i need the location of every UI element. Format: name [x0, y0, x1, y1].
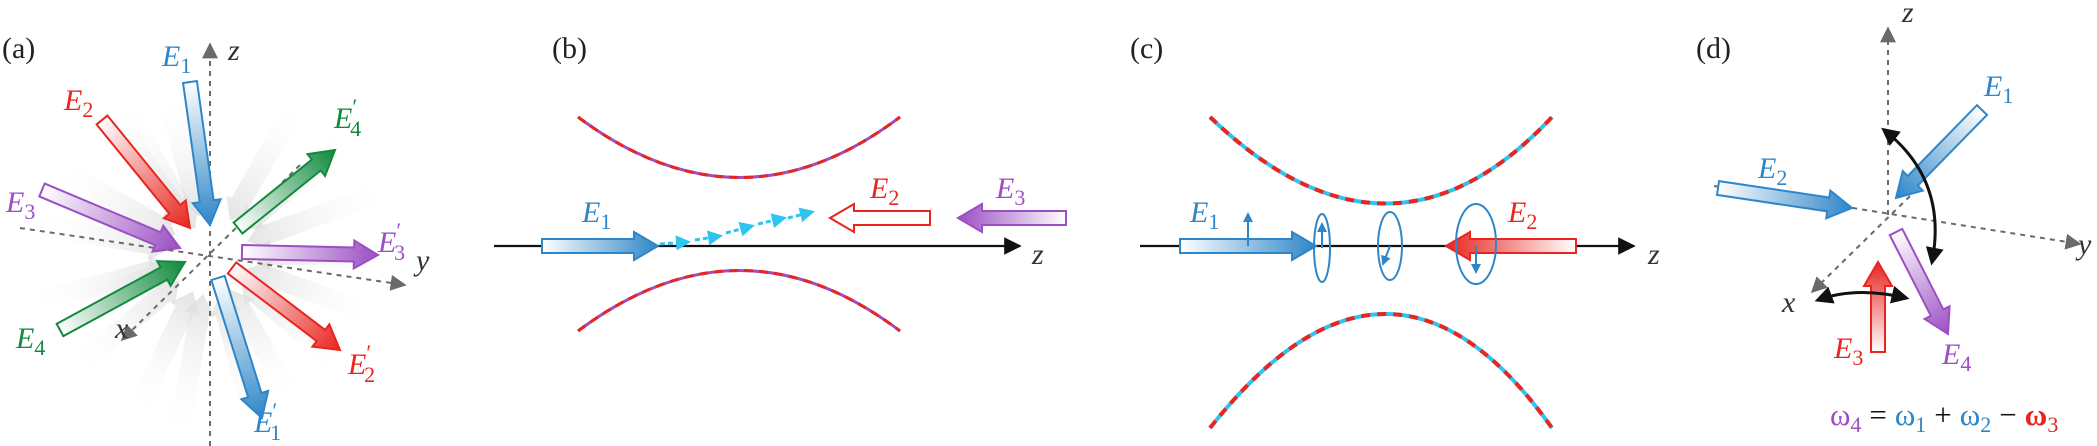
- a-E4p-arrow: [232, 148, 337, 235]
- c-polarization-ellipses: [1243, 203, 1497, 285]
- a-E1p-arrow: [210, 274, 270, 420]
- d-E2-label: E2: [1757, 152, 1787, 190]
- a-E3-arrow: [37, 182, 182, 253]
- panel-b-field-arrows: [541, 202, 1067, 262]
- c-beam-lower-edge: [1208, 312, 1554, 430]
- panel-a-field-arrows: [37, 79, 380, 420]
- a-E1-arrow: [181, 79, 223, 227]
- d-E2-arrow: [1715, 179, 1854, 220]
- a-E3p-label: E′3: [377, 218, 405, 265]
- a-E3p-arrow: [240, 238, 380, 271]
- d-E3-arrow: [1862, 260, 1894, 353]
- panel-d-label: (d): [1696, 32, 1731, 65]
- gray-k-vector-2: [226, 102, 304, 221]
- a-axis-y-label: y: [413, 244, 430, 277]
- background-k-vectors: [33, 97, 400, 435]
- c-E2-arrow: [1444, 230, 1577, 262]
- b-E1-label: E1: [581, 196, 611, 234]
- gray-k-vector-8: [226, 289, 299, 399]
- b-E3-arrow: [956, 202, 1067, 234]
- d-E3-label: E3: [1833, 332, 1863, 370]
- a-E1p-label: E′1: [253, 398, 281, 445]
- gray-k-vector-14: [40, 215, 171, 261]
- c-axis-z-label: z: [1647, 238, 1660, 271]
- a-axis-z-label: z: [227, 34, 240, 67]
- d-axis-x-label: x: [1781, 286, 1796, 319]
- gray-k-vector-6: [247, 260, 374, 323]
- b-E1-arrow: [541, 230, 660, 262]
- d-E1-label: E1: [1983, 70, 2013, 108]
- d-axis-z-label: z: [1901, 0, 1914, 29]
- b-axis-z-label: z: [1031, 238, 1044, 271]
- a-E2-arrow: [95, 114, 192, 230]
- b-generated-wave: [659, 207, 815, 251]
- panel-b: (b) z E1 E2 E3: [494, 32, 1067, 333]
- a-E2-label: E2: [63, 84, 93, 122]
- a-E3-label: E3: [5, 186, 35, 224]
- gray-k-vector-11: [129, 291, 200, 414]
- b-E2-label: E2: [869, 172, 899, 210]
- d-E1-arrow: [1894, 103, 1989, 200]
- b-E2-arrow: [828, 202, 931, 234]
- panel-c-label: (c): [1130, 32, 1163, 65]
- gray-k-vector-4: [247, 184, 383, 250]
- a-E4-label: E4: [15, 322, 45, 360]
- d-frequency-equation: ω4=ω1+ω2−ω3: [1830, 397, 2058, 437]
- a-axis-x-label: x: [114, 312, 129, 345]
- d-angle-arrow-horizontal: [1814, 285, 1910, 304]
- a-E2p-arrow: [226, 261, 342, 352]
- panel-c: (c) z E1 E2: [1130, 32, 1660, 430]
- d-axis-y-label: y: [2075, 228, 2092, 261]
- b-E3-label: E3: [995, 172, 1025, 210]
- gray-k-vector-15: [57, 161, 176, 239]
- c-E1-label: E1: [1189, 196, 1219, 234]
- d-E4-label: E4: [1941, 338, 1971, 376]
- a-E2p-label: E′2: [347, 340, 375, 387]
- a-E4p-label: E′4: [333, 94, 361, 141]
- a-E4-arrow: [55, 260, 187, 338]
- panel-a: (a) z y x E1 E2 E3 E4 E′4 E′3 E′2 E′1: [2, 32, 430, 446]
- c-E2-label: E2: [1507, 196, 1537, 234]
- d-angle-arrow-vertical: [1881, 127, 1944, 266]
- panel-d: (d) z y x E1 E2 E3 E4 ω4=ω1+ω2−ω3: [1696, 0, 2092, 437]
- panel-a-label: (a): [2, 32, 35, 65]
- a-axis-y: [19, 227, 407, 291]
- d-E4-arrow: [1888, 227, 1951, 336]
- gray-k-vector-10: [168, 294, 216, 435]
- panel-d-field-arrows: [1715, 103, 1989, 353]
- panel-b-label: (b): [552, 32, 587, 65]
- a-E1-label: E1: [161, 40, 191, 78]
